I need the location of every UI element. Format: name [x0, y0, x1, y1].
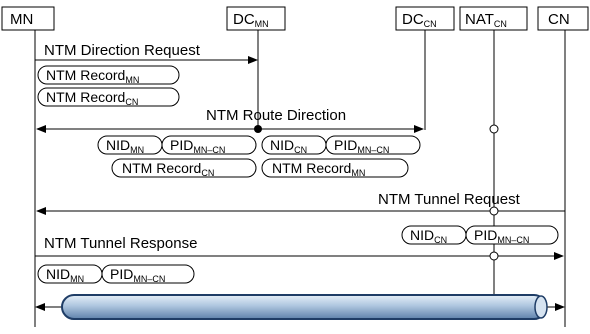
field-nid-mn-d: NIDMN	[46, 266, 84, 284]
msg-route-direction-label: NTM Route Direction	[206, 107, 346, 124]
field-nid-cn-c: NIDCN	[410, 227, 447, 245]
msg-direction-request-label: NTM Direction Request	[44, 42, 201, 59]
node-dc-mn-label: DCMN	[233, 11, 269, 29]
route-direction-fields-mn: NIDMN PIDMN–CN NTM RecordCN	[97, 135, 257, 178]
msg-tunnel-response: NTM Tunnel Response	[35, 235, 564, 261]
field-pid-a: PIDMN–CN	[170, 137, 225, 155]
field-record-cn: NTM RecordCN	[46, 89, 138, 107]
nat-pass-marker-1	[489, 124, 499, 134]
msg-tunnel-response-label: NTM Tunnel Response	[44, 235, 197, 252]
field-pid-d: PIDMN–CN	[110, 266, 165, 284]
node-nat-cn-label: NATCN	[465, 11, 507, 29]
node-dc-mn: DCMN	[226, 6, 286, 31]
route-origin-dot	[254, 125, 262, 133]
field-record-mn-b: NTM RecordMN	[272, 160, 365, 178]
field-nid-mn-a: NIDMN	[106, 137, 144, 155]
field-pid-c: PIDMN–CN	[474, 227, 529, 245]
field-record-mn-pill	[37, 65, 180, 85]
field-record-cn-pill	[37, 87, 180, 107]
field-record-cn-b: NTM RecordCN	[122, 160, 214, 178]
route-direction-fields-cn: NIDCN PIDMN–CN NTM RecordMN	[261, 135, 421, 178]
field-record-mn: NTM RecordMN	[46, 67, 139, 85]
direction-request-fields: NTM RecordMN NTM RecordCN	[37, 65, 180, 107]
tunnel-pipe	[61, 294, 547, 320]
field-pid-pill-c	[465, 225, 559, 245]
node-dc-cn-label: DCCN	[402, 11, 437, 29]
field-pid-pill-b	[325, 135, 421, 155]
tunnel-pipe-end	[534, 295, 548, 319]
nat-pass-marker-2	[489, 206, 499, 216]
field-pid-pill-d	[101, 264, 195, 284]
node-nat-cn: NATCN	[459, 6, 528, 31]
node-mn-label: MN	[10, 11, 33, 28]
field-pid-b: PIDMN–CN	[334, 137, 389, 155]
msg-tunnel-request: NTM Tunnel Request	[36, 191, 565, 216]
field-nid-cn-a: NIDCN	[270, 137, 307, 155]
node-dc-cn: DCCN	[395, 6, 455, 31]
field-record-cn-pill-b	[111, 158, 257, 178]
field-pid-pill-a	[161, 135, 257, 155]
tunnel-request-fields: NIDCN PIDMN–CN	[401, 225, 559, 245]
msg-tunnel-request-label: NTM Tunnel Request	[378, 191, 521, 208]
msg-direction-request: NTM Direction Request	[35, 42, 258, 64]
field-record-mn-pill-b	[261, 158, 409, 178]
node-cn: CN	[537, 6, 589, 31]
established-tunnel	[35, 294, 565, 320]
node-cn-label: CN	[548, 11, 570, 28]
nat-pass-marker-3	[489, 251, 499, 261]
node-mn: MN	[1, 6, 55, 31]
msg-route-direction: NTM Route Direction	[36, 107, 499, 134]
tunnel-response-fields: NIDMN PIDMN–CN	[37, 264, 195, 284]
